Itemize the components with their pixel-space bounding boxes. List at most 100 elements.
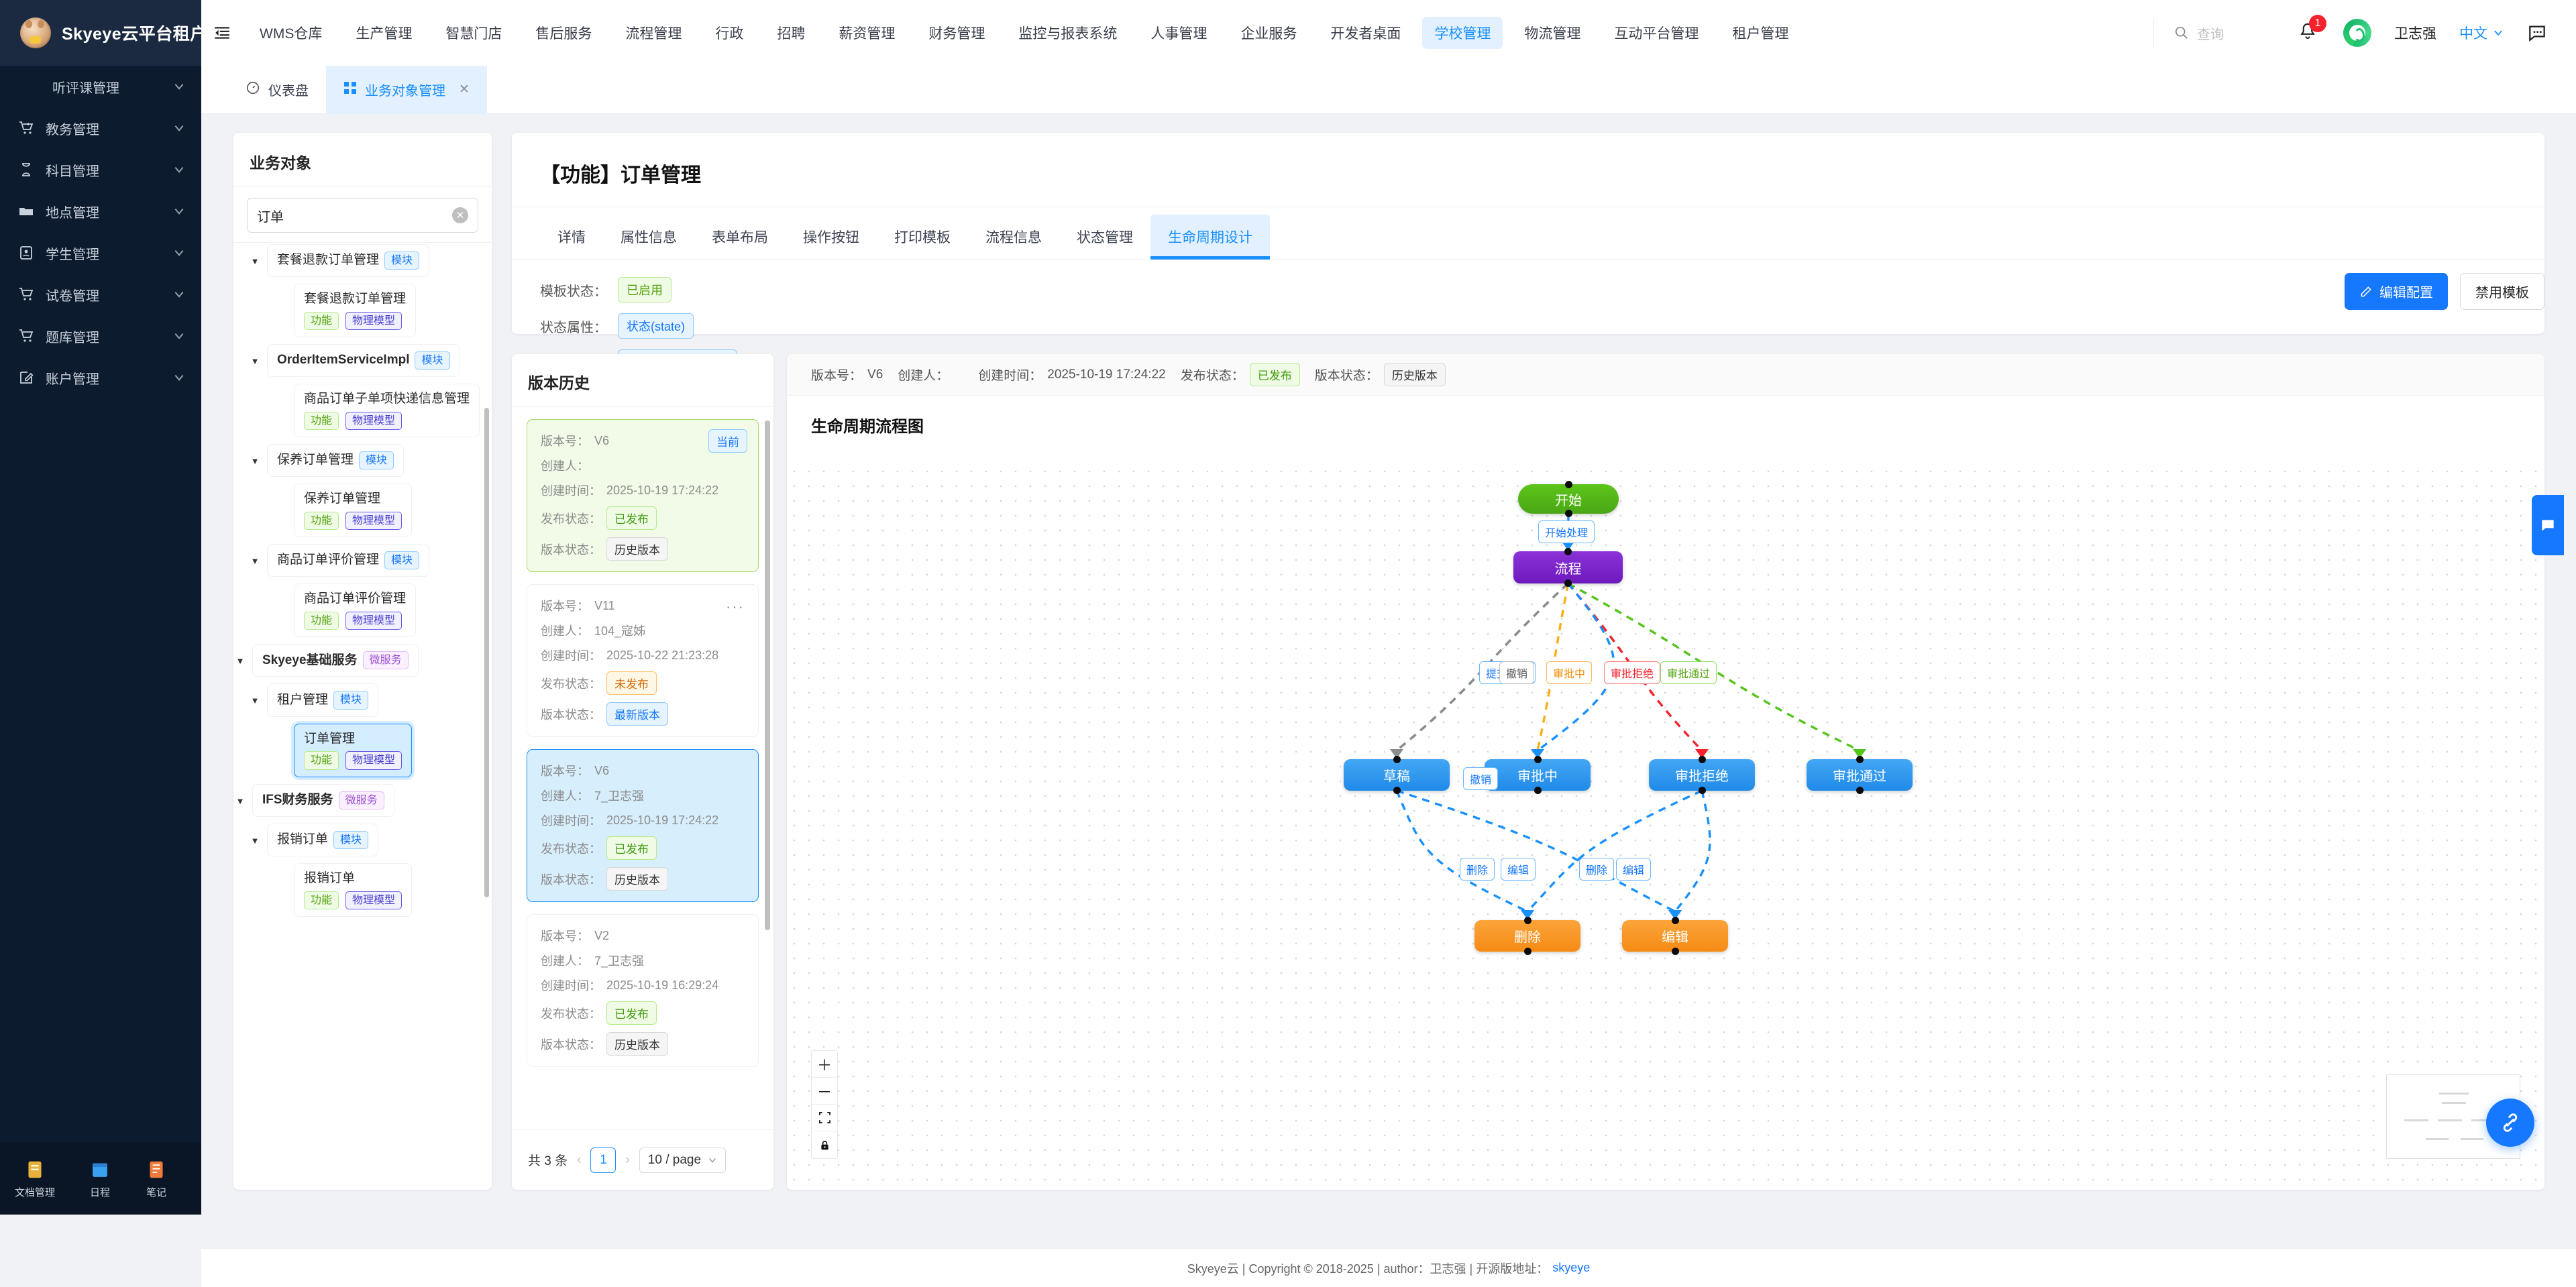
menu-item-11[interactable]: 企业服务 — [1240, 26, 1297, 42]
tree-node-11[interactable]: 订单管理功能物理模型 — [275, 723, 482, 777]
detail-tab-0[interactable]: 详情 — [557, 230, 586, 245]
taskbar-item-0[interactable]: 文档管理 — [15, 1158, 55, 1199]
chat-float-button[interactable] — [2486, 1099, 2534, 1147]
tree-node-13[interactable]: ▼报销订单模块 — [248, 823, 482, 856]
tree-node-box[interactable]: 套餐退款订单管理模块 — [267, 244, 430, 278]
menu-item-8[interactable]: 财务管理 — [928, 26, 985, 42]
flow-node-approving[interactable]: 审批中 — [1485, 756, 1591, 794]
menu-item-15[interactable]: 互动平台管理 — [1614, 26, 1699, 42]
menu-item-4[interactable]: 流程管理 — [625, 26, 682, 42]
flow-node-delete[interactable]: 删除 — [1474, 917, 1580, 955]
port-top[interactable] — [1698, 756, 1706, 763]
global-search[interactable]: 查询 — [2153, 18, 2298, 48]
flow-edge[interactable] — [1536, 583, 1570, 751]
flow-edge-label-3[interactable]: 审批中 — [1546, 661, 1593, 684]
port-bottom[interactable] — [1564, 510, 1572, 517]
tree-node-box[interactable]: 报销订单功能物理模型 — [294, 862, 413, 917]
flow-node-rejected[interactable]: 审批拒绝 — [1649, 756, 1755, 794]
flow-edge[interactable] — [1567, 582, 1860, 752]
flow-node-edit[interactable]: 编辑 — [1622, 917, 1728, 955]
port-bottom[interactable] — [1523, 948, 1532, 955]
menu-item-13[interactable]: 学校管理 — [1422, 17, 1503, 49]
menu-item-14[interactable]: 物流管理 — [1524, 26, 1581, 42]
menu-item-3[interactable]: 售后服务 — [535, 26, 592, 42]
port-top[interactable] — [1564, 481, 1572, 488]
tree-node-5[interactable]: ▼保养订单管理模块 — [248, 444, 482, 478]
expand-arrow-icon[interactable]: ▼ — [250, 556, 260, 567]
tree-node-1[interactable]: ▼套餐退款订单管理模块 — [248, 244, 482, 278]
avatar[interactable] — [2343, 19, 2371, 47]
flow-edge-label-4[interactable]: 审批拒绝 — [1604, 661, 1661, 684]
tree-node-box[interactable]: 商品订单评价管理功能物理模型 — [294, 583, 417, 638]
search-input[interactable]: 查询 — [2197, 27, 2224, 42]
edit-config-button[interactable]: 编辑配置 — [2345, 273, 2448, 310]
flow-edge-label-6[interactable]: 撤销 — [1463, 767, 1499, 790]
disable-template-button[interactable]: 禁用模板 — [2460, 273, 2544, 310]
detail-tab-5[interactable]: 流程信息 — [985, 230, 1042, 245]
port-top[interactable] — [1393, 756, 1401, 763]
flow-edge-label-0[interactable]: 开始处理 — [1538, 520, 1595, 543]
next-page-button[interactable]: › — [625, 1152, 630, 1167]
detail-tab-6[interactable]: 状态管理 — [1077, 230, 1133, 245]
flow-node-process[interactable]: 流程 — [1513, 548, 1623, 587]
menu-item-0[interactable]: WMS仓库 — [260, 26, 323, 42]
more-actions-icon[interactable]: ··· — [726, 598, 745, 615]
sidebar-item-4[interactable]: 学生管理 — [0, 232, 201, 274]
tree-node-4[interactable]: 商品订单子单项快递信息管理功能物理模型 — [275, 384, 482, 438]
expand-arrow-icon[interactable]: ▼ — [235, 656, 245, 667]
tree-node-box[interactable]: IFS财务服务微服务 — [252, 783, 394, 817]
port-bottom[interactable] — [1393, 787, 1401, 794]
detail-tab-4[interactable]: 打印模板 — [894, 230, 951, 245]
page-tab-0[interactable]: 仪表盘 — [228, 66, 326, 114]
tree-search-input[interactable]: 订单 ✕ — [247, 198, 478, 233]
footer-link[interactable]: skyeye — [1552, 1261, 1591, 1274]
tree-node-box[interactable]: 保养订单管理模块 — [267, 444, 405, 478]
zoom-in-icon[interactable]: ＋ — [812, 1051, 837, 1078]
expand-arrow-icon[interactable]: ▼ — [250, 835, 260, 846]
flow-edge-label-10[interactable]: 编辑 — [1616, 858, 1652, 881]
menu-item-12[interactable]: 开发者桌面 — [1330, 26, 1401, 42]
flow-edge-label-2[interactable]: 撤销 — [1499, 661, 1535, 684]
port-bottom[interactable] — [1564, 579, 1572, 587]
tree-node-10[interactable]: ▼租户管理模块 — [248, 683, 482, 717]
port-top[interactable] — [1671, 917, 1679, 924]
taskbar-item-2[interactable]: 笔记 — [145, 1158, 168, 1199]
sidebar-item-0[interactable]: 听评课管理 — [0, 66, 201, 107]
menu-item-1[interactable]: 生产管理 — [356, 26, 413, 42]
detail-tab-3[interactable]: 操作按钮 — [803, 230, 859, 245]
flow-edge[interactable] — [1396, 789, 1676, 913]
detail-tab-2[interactable]: 表单布局 — [712, 230, 768, 245]
tree-node-14[interactable]: 报销订单功能物理模型 — [275, 862, 482, 917]
tree-node-box[interactable]: 套餐退款订单管理功能物理模型 — [294, 284, 417, 338]
tree-node-box[interactable]: Skyeye基础服务微服务 — [252, 644, 419, 677]
zoom-out-icon[interactable]: － — [812, 1078, 837, 1105]
tree-node-box[interactable]: 商品订单子单项快递信息管理功能物理模型 — [294, 384, 480, 438]
sidebar-item-1[interactable]: 教务管理 — [0, 107, 201, 149]
lock-icon[interactable] — [812, 1131, 837, 1158]
port-bottom[interactable] — [1856, 787, 1864, 794]
tree-scroll-area[interactable]: 功能物理模型▼套餐退款订单管理模块套餐退款订单管理功能物理模型▼OrderIte… — [233, 242, 492, 1184]
menu-item-10[interactable]: 人事管理 — [1150, 26, 1208, 42]
detail-tab-7[interactable]: 生命周期设计 — [1150, 215, 1270, 260]
port-top[interactable] — [1564, 548, 1572, 555]
detail-tab-1[interactable]: 属性信息 — [621, 230, 677, 245]
port-top[interactable] — [1534, 756, 1542, 763]
tree-node-9[interactable]: ▼ Skyeye基础服务微服务 — [233, 644, 482, 677]
language-switcher[interactable]: 中文 — [2459, 23, 2504, 43]
sidebar-item-6[interactable]: 题库管理 — [0, 315, 201, 357]
flow-edge-label-7[interactable]: 删除 — [1460, 858, 1495, 881]
expand-arrow-icon[interactable]: ▼ — [250, 695, 260, 706]
fit-view-icon[interactable] — [812, 1105, 837, 1131]
menu-item-6[interactable]: 招聘 — [777, 26, 806, 42]
tree-scrollbar[interactable] — [484, 408, 489, 897]
flow-edge[interactable] — [1526, 789, 1703, 913]
tree-node-8[interactable]: 商品订单评价管理功能物理模型 — [275, 583, 482, 638]
port-bottom[interactable] — [1671, 948, 1679, 955]
port-bottom[interactable] — [1698, 787, 1706, 794]
clear-icon[interactable]: ✕ — [452, 207, 468, 223]
sidebar-item-2[interactable]: 科目管理 — [0, 149, 201, 190]
collapse-sidebar-button[interactable] — [201, 24, 243, 42]
